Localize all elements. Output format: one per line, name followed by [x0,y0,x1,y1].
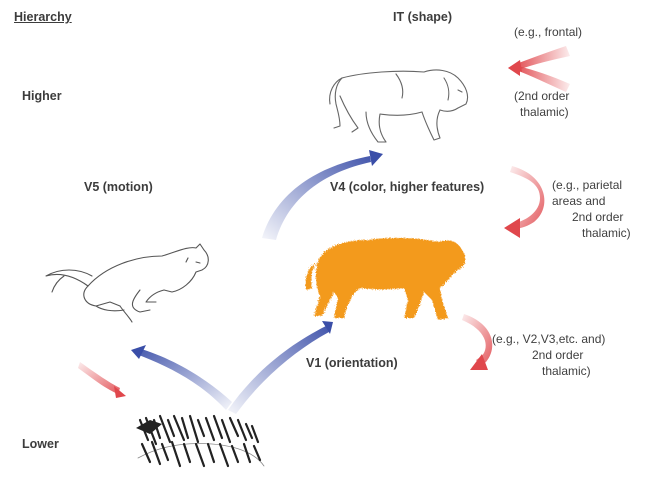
v4-area-label: V4 (color, higher features) [330,180,484,194]
v1-area-label: V1 (orientation) [306,356,398,370]
v5-area-label: V5 (motion) [84,180,153,194]
level-lower-label: Lower [22,437,59,451]
walking-lion-outline-icon [330,70,468,142]
it-area-label: IT (shape) [393,10,452,24]
v4-feedback-line-1: (e.g., parietal [552,177,631,193]
v4-feedback-line-2: areas and [552,193,631,209]
arrow-input-lower [78,362,126,398]
arrow-feedback-v1 [462,314,492,370]
v1-feedback-line-1: (e.g., V2,V3,etc. and) [492,331,605,347]
orange-tiger-silhouette-icon [306,238,466,320]
v1-feedback-line-3: thalamic) [492,363,605,379]
v4-feedback-line-4: thalamic) [552,225,631,241]
arrow-feedback-v4 [504,166,544,238]
it-feedback-line-1: (e.g., frontal) [514,24,582,40]
v1-feedback-note: (e.g., V2,V3,etc. and) 2nd order thalami… [492,331,605,379]
it-feedback-note: (e.g., frontal) (2nd order thalamic) [514,24,582,120]
v4-feedback-note: (e.g., parietal areas and 2nd order thal… [552,177,631,241]
hierarchy-title: Hierarchy [14,10,72,24]
it-feedback-line-2: (2nd order [514,88,582,104]
arrow-v4-to-it [262,150,383,240]
v4-feedback-line-3: 2nd order [552,209,631,225]
it-feedback-line-3: thalamic) [514,104,582,120]
v1-feedback-line-2: 2nd order [492,347,605,363]
arrow-lower-to-v5 [131,345,232,410]
tiger-texture-icon [136,416,264,466]
running-cat-outline-icon [46,244,208,322]
level-higher-label: Higher [22,89,62,103]
